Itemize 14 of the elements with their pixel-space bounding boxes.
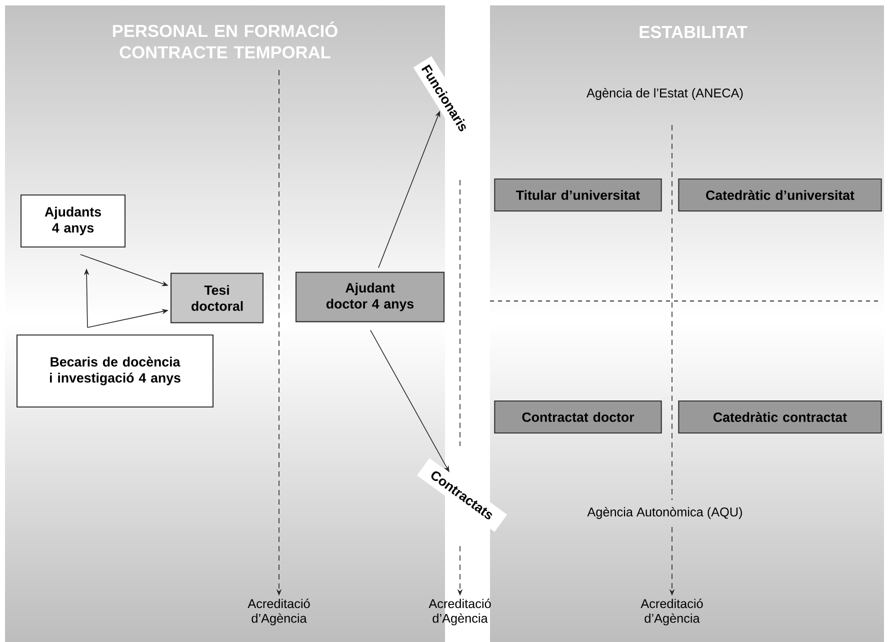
accreditation-text: Acreditació d’Agència [640,598,703,626]
position-box: Catedràtic d’universitat [678,178,882,212]
position-box: Titular d’universitat [494,178,662,212]
accreditation-text: Acreditació d’Agència [248,598,310,626]
agency-label: Agència de l’Estat (ANECA) [586,88,743,100]
process-box: Tesi doctoral [170,272,264,324]
source-box: Ajudants 4 anys [20,194,126,248]
process-box: Ajudant doctor 4 anys [295,272,445,322]
agency-label: Agència Autonòmica (AQU) [587,507,742,519]
panel-heading: ESTABILITAT [640,26,748,38]
source-box: Becaris de docència i investigació 4 anys [16,334,214,408]
accreditation-text: Acreditació d’Agència [428,598,491,626]
position-box: Catedràtic contractat [678,400,882,434]
position-box: Contractat doctor [494,400,662,434]
